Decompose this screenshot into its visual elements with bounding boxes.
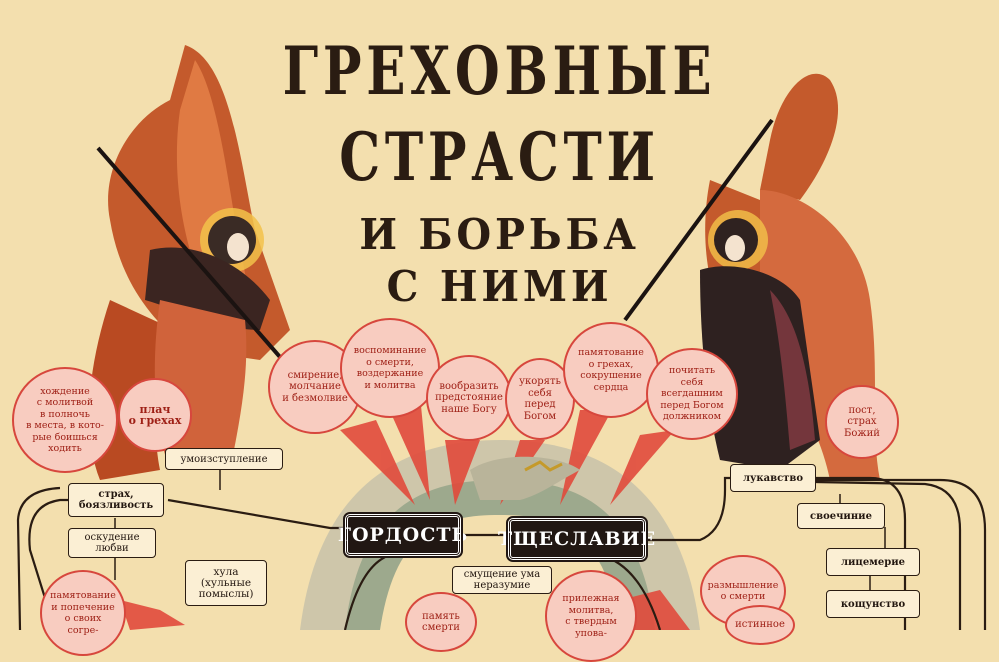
passion-mind-loss-box: умоизступление bbox=[165, 448, 283, 470]
title-line-4: С НИМИ bbox=[386, 262, 613, 311]
passion-hypocrisy-box: лицемерие bbox=[826, 548, 920, 576]
passion-sacrilege-box: кощунство bbox=[826, 590, 920, 618]
virtue-true-circle: истинное bbox=[725, 605, 795, 645]
virtue-fast-circle: пост, страх Божий bbox=[825, 385, 899, 459]
title-line-3: И БОРЬБА bbox=[359, 210, 640, 259]
virtue-prayer-circle: прилежная молитва, с твердым упова- bbox=[545, 570, 637, 662]
virtue-death-memory-circle: воспоминание о смерти, воздержание и мол… bbox=[340, 318, 440, 418]
left-angel-illustration bbox=[89, 45, 302, 480]
virtue-memory-bottom-circle: память смерти bbox=[405, 592, 477, 652]
virtue-humility-circle: смирение, молчание и безмолвие bbox=[268, 340, 362, 434]
right-angel-illustration bbox=[623, 73, 880, 480]
virtue-honor-circle: почитать себя всегдашним перед Богом дол… bbox=[646, 348, 738, 440]
serpent-illustration bbox=[470, 456, 580, 500]
virtue-care-circle: памятование и попечение о своих согре- bbox=[40, 570, 126, 656]
virtue-rays bbox=[120, 395, 690, 630]
vainglory-box: ТЩЕСЛАВИЕ bbox=[498, 516, 655, 562]
virtue-weeping-circle: плач о грехах bbox=[118, 378, 192, 452]
connector-lines bbox=[16, 470, 987, 630]
passion-confusion-box: смущение ума неразумие bbox=[452, 566, 552, 594]
title-line-2: СТРАСТИ bbox=[339, 118, 660, 196]
virtue-walking-circle: хождение с молитвой в полночь в места, в… bbox=[12, 367, 118, 473]
virtue-before-god-circle: вообразить предстояние наше Богу bbox=[426, 355, 512, 441]
title-line-1: ГРЕХОВНЫЕ bbox=[282, 32, 717, 110]
passion-self-will-box: своечиние bbox=[797, 503, 885, 529]
passion-cunning-box: лукавство bbox=[730, 464, 816, 492]
virtue-remembrance-circle: памятование о грехах, сокрушение сердца bbox=[563, 322, 659, 418]
passion-blasphemy-box: хула (хульные помыслы) bbox=[185, 560, 267, 606]
passion-fear-box: страх, боязливость bbox=[68, 483, 164, 517]
passion-impoverished-love-box: оскудение любви bbox=[68, 528, 156, 558]
pride-box: ГОРДОСТЬ bbox=[338, 512, 467, 558]
